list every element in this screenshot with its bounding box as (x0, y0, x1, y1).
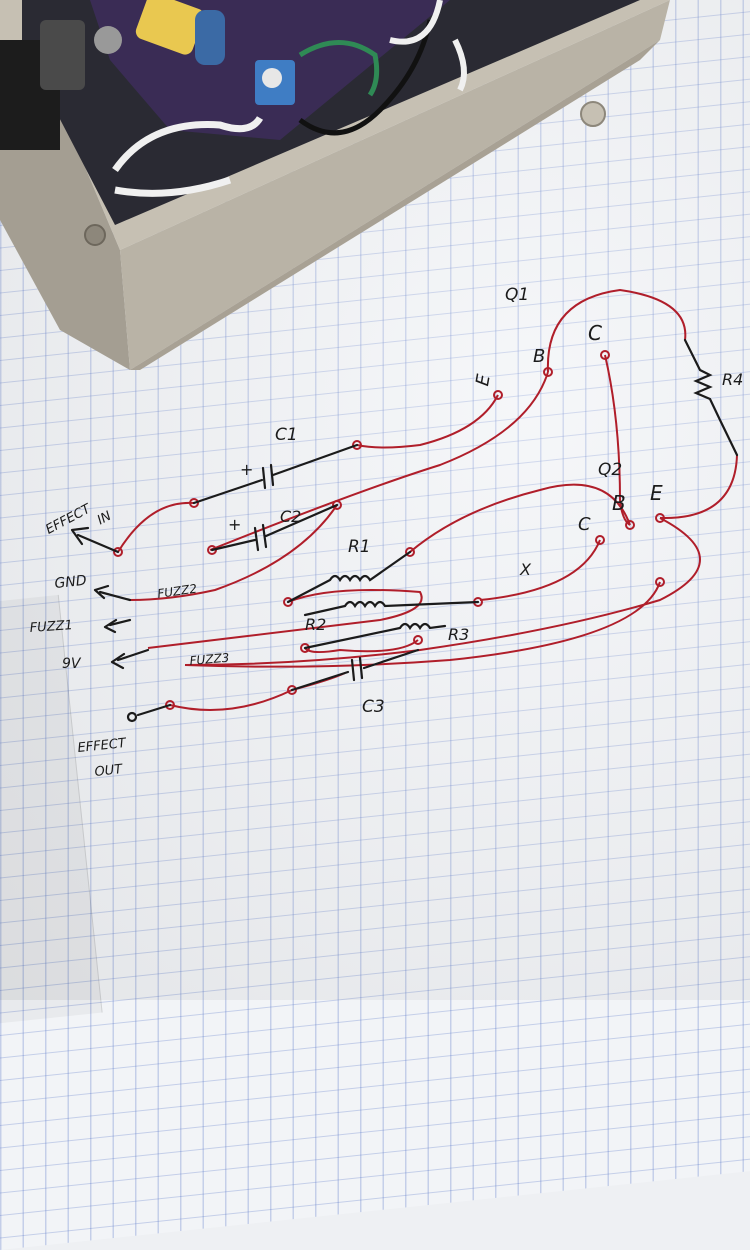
q1-label: Q1 (505, 285, 529, 305)
effect-in-label-line2: IN (95, 509, 114, 529)
r4-label: R4 (722, 370, 743, 389)
wire-q2b-r1 (409, 483, 631, 553)
wire-q2e-fuzz3 (184, 517, 701, 666)
r4-zigzag (683, 338, 739, 457)
green-wire (298, 40, 380, 97)
fuzz1-label: FUZZ1 (29, 618, 73, 636)
c3-label: C3 (362, 697, 385, 717)
ink-components (70, 338, 739, 723)
wire-r2-r3 (304, 639, 419, 654)
gnd-label: GND (54, 573, 88, 592)
r1-zigzag (286, 550, 412, 604)
r3-label: R3 (448, 625, 469, 644)
c3-drawing (290, 648, 420, 692)
r2-label: R2 (305, 615, 326, 634)
capacitor-component (135, 0, 205, 55)
9v-label: 9V (62, 656, 82, 672)
c1-lead (271, 443, 359, 477)
fuzz3-label: FUZZ3 (189, 651, 230, 668)
c1-lead (192, 478, 264, 505)
jack-socket (40, 20, 85, 90)
handwritten-labels: Q1 E B C Q2 C B E C1 + C2 + R1 R2 R3 R4 … (29, 285, 743, 780)
c2-plates (253, 523, 268, 552)
x-mark-label: X (519, 560, 532, 579)
wire-r1-9v (147, 589, 423, 649)
wire-q1b-r4 (546, 288, 687, 373)
wire-r4-q2e (659, 454, 738, 520)
q2-e-label: E (650, 481, 663, 505)
c2-plus-label: + (228, 515, 241, 534)
wire-q1e-c1 (356, 394, 499, 449)
wire-r3-fuzz3 (184, 581, 661, 668)
c1-plates (261, 463, 275, 490)
fuzz2-label: FUZZ2 (156, 582, 197, 601)
wire-c2-fuzz2 (129, 504, 338, 601)
c1-label: C1 (275, 425, 298, 445)
r2-zigzag (303, 600, 480, 617)
9v-arrow (110, 648, 150, 670)
effect-out-label-line2: OUT (94, 762, 124, 780)
wire-q1c-q2b (604, 354, 631, 526)
effect-out-terminal (126, 711, 138, 723)
red-wire-traces (117, 288, 738, 711)
q2-label: Q2 (598, 460, 622, 480)
c1-plus-label: + (240, 460, 253, 479)
q1-c-label: C (588, 321, 602, 345)
white-wire (112, 115, 264, 173)
photo-scene: Q1 E B C Q2 C B E C1 + C2 + R1 R2 R3 R4 … (0, 0, 743, 780)
circuit-board-interior (0, 0, 467, 197)
wire-q2c-r2 (479, 539, 601, 601)
capacitor-component (195, 10, 225, 65)
wire-effectin-c1 (117, 501, 195, 553)
effect-in-arrow (70, 526, 120, 554)
effect-in-label-line1: EFFECT (43, 501, 94, 537)
q1-b-label: B (533, 346, 545, 367)
wire-c3-out (169, 689, 293, 711)
q2-b-label: B (612, 491, 626, 515)
effect-out-label-line1: EFFECT (77, 736, 128, 756)
gnd-arrow (93, 584, 132, 602)
c2-label: C2 (280, 507, 301, 526)
q1-e-label: E (472, 372, 495, 387)
white-wire (114, 176, 232, 197)
effect-out-lead (136, 703, 172, 717)
r3-zigzag (303, 622, 447, 650)
fuzz1-arrow (103, 618, 132, 634)
r1-label: R1 (348, 537, 371, 557)
q2-c-label: C (578, 514, 591, 535)
wire-q1b-c2 (209, 371, 549, 551)
black-wire (298, 19, 433, 136)
